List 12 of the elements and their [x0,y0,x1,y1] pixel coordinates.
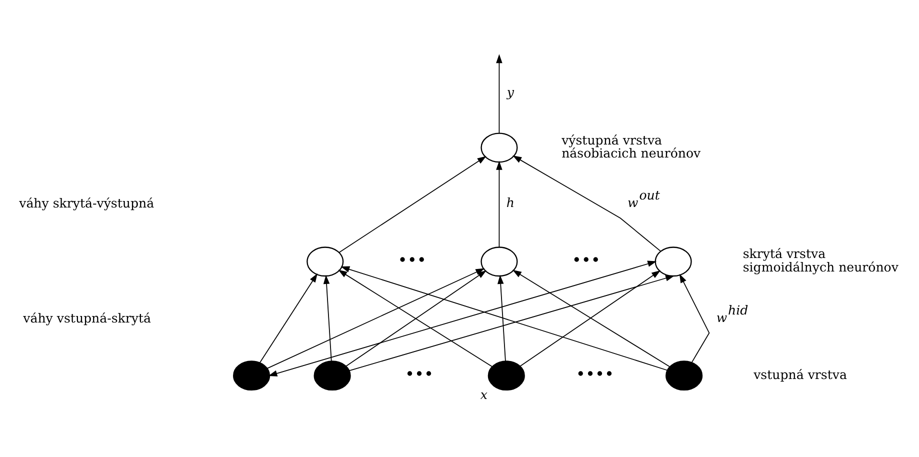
edge-label: h [506,194,514,210]
edge-label: y [506,84,514,99]
node-label: x [480,386,488,402]
label: •••• [576,364,614,384]
label: váhy skrytá-výstupná [19,195,154,210]
label: ••• [572,250,600,270]
label: vstupná vrstva [754,366,847,382]
label: váhy vstupná-skrytá [23,310,152,325]
label: ••• [404,364,434,384]
label: skrytá vrstva sigmoidálnych neurónov [742,246,898,274]
node-label: výstupná vrstva násobiacich neurónov [562,132,701,160]
label: ••• [398,250,426,270]
